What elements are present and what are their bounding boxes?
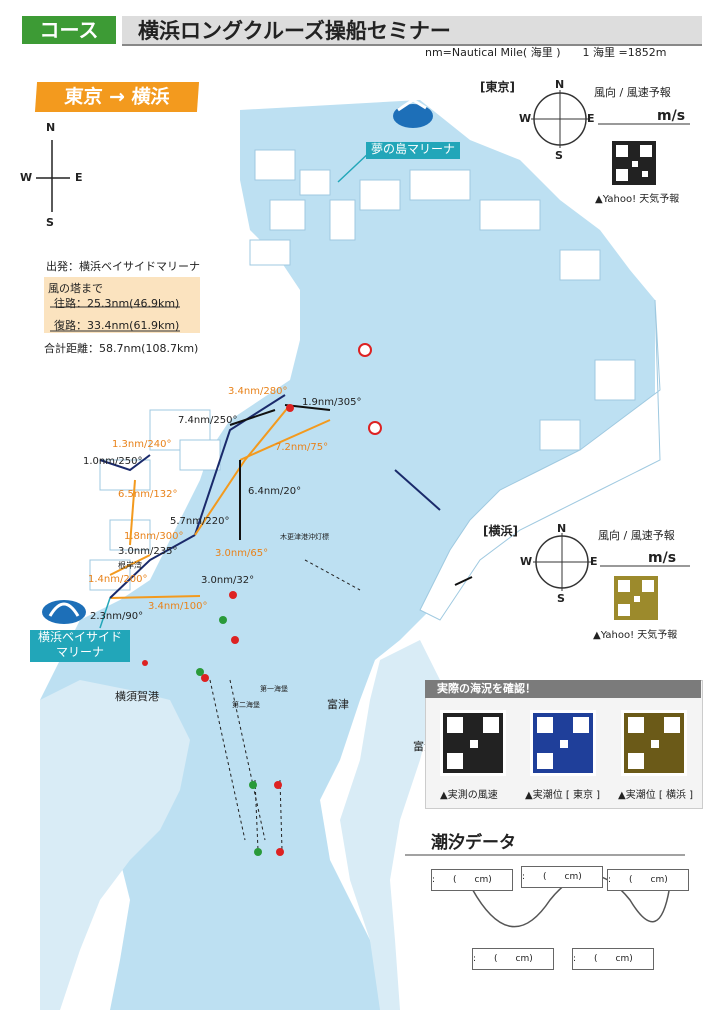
compass-tokyo-rose [531, 90, 589, 148]
leg-label-12: 3.0nm/65° [215, 548, 269, 559]
place-futtsu: 富津 [327, 698, 349, 711]
compass-w: W [20, 171, 33, 184]
section-tab: コース [22, 16, 116, 44]
total-distance: 合計距離：58.7nm(108.7km) [44, 342, 199, 355]
tokyo-compass-n: N [555, 78, 565, 91]
sea-caption-yokohama: ▲実潮位 [ 横浜 ] [618, 790, 694, 801]
tokyo-wind-label: 風向 / 風速予報 [594, 86, 671, 99]
leg-label-15: 3.4nm/100° [148, 601, 208, 612]
tokyo-compass-e: E [587, 112, 595, 125]
leg-label-2: 1.9nm/305° [302, 397, 362, 408]
compass-main-rose [36, 140, 70, 212]
tokyo-compass-w: W [519, 112, 532, 125]
tide-box-2[interactable]: : ( cm) [521, 866, 603, 888]
qr-code-tide-yokohama-icon[interactable] [621, 710, 687, 776]
sea-caption-tokyo: ▲実潮位 [ 東京 ] [525, 790, 601, 801]
place-kazenotou: 木更津港沖灯標 [280, 533, 329, 541]
sea-area [40, 100, 655, 1010]
yokohama-compass-s: S [557, 592, 565, 605]
outbound-distance: 往路：25.3nm(46.9km) [54, 297, 180, 310]
route-tag: 東京 → 横浜 [34, 82, 200, 112]
yokohama-wind-label: 風向 / 風速予報 [598, 529, 675, 542]
tide-box-3[interactable]: : ( cm) [607, 869, 689, 891]
yokohama-compass-e: E [590, 555, 598, 568]
leg-label-8: 6.4nm/20° [248, 486, 302, 497]
to-tower-label: 風の塔まで [48, 282, 103, 295]
yokohama-forecast-caption: ▲Yahoo! 天気予報 [593, 630, 678, 641]
leg-label-9: 5.7nm/220° [170, 516, 230, 527]
unit-note: nm=Nautical Mile( 海里 ) 1 海里 =1852m [425, 46, 667, 59]
harbor-blocks [89, 149, 636, 591]
page-title: 横浜ロングクルーズ操船セミナー [138, 19, 451, 43]
forecast-tokyo-label: [東京] [480, 80, 515, 94]
leg-label-16: 2.3nm/90° [90, 611, 144, 622]
miura-peninsula [40, 680, 190, 1010]
yokohama-compass-n: N [557, 522, 567, 535]
qr-code-yokohama-forecast-icon[interactable] [614, 576, 658, 620]
yokohama-unit: m/s [648, 550, 677, 566]
title-bar [122, 16, 702, 46]
forecast-yokohama-label: [横浜] [483, 524, 518, 538]
tokyo-compass-s: S [555, 149, 563, 162]
leg-label-5: 1.3nm/240° [112, 439, 172, 450]
qr-code-tokyo-forecast-icon[interactable] [612, 141, 656, 185]
place-nezuhana: 根岸湾 [118, 561, 142, 570]
route-lines [99, 394, 473, 599]
compass-s: S [46, 216, 54, 229]
leg-label-13: 1.4nm/200° [88, 574, 148, 585]
yokohama-compass-w: W [520, 555, 533, 568]
sea-check-title: 実際の海況を確認！ [425, 680, 701, 698]
compass-e: E [75, 171, 83, 184]
leg-label-3: 7.4nm/250° [178, 415, 238, 426]
leg-label-14: 3.0nm/32° [201, 575, 255, 586]
leg-label-6: 1.0nm/250° [83, 456, 143, 467]
qr-code-tide-tokyo-icon[interactable] [530, 710, 596, 776]
buoys [142, 343, 382, 856]
sea-caption-wind: ▲実測の風速 [440, 790, 498, 801]
compass-yokohama-rose [533, 533, 591, 591]
tokyo-forecast-caption: ▲Yahoo! 天気予報 [595, 194, 680, 205]
boso-peninsula [340, 640, 440, 1010]
leg-label-10: 1.8nm/300° [124, 531, 184, 542]
bayside-marina-label: 横浜ベイサイド マリーナ [30, 630, 130, 662]
route-distance-box [44, 277, 200, 333]
leg-label-1: 3.4nm/280° [228, 386, 288, 397]
place-daiichi: 第一海堡 [260, 685, 288, 693]
bayside-line2: マリーナ [55, 645, 104, 659]
yumenoshima-logo-icon [390, 96, 436, 128]
yumenoshima-marina-label: 夢の島マリーナ [366, 142, 460, 159]
tide-box-5[interactable]: : ( cm) [572, 948, 654, 970]
leg-label-4: 7.2nm/75° [275, 442, 329, 453]
tide-box-1[interactable]: : ( cm) [431, 869, 513, 891]
bayside-logo-icon [40, 592, 88, 624]
tide-title: 潮汐データ [431, 833, 516, 853]
sea-check-title-text: 実際の海況を確認！ [437, 682, 536, 695]
tokyo-unit: m/s [657, 108, 686, 124]
tide-box-4[interactable]: : ( cm) [472, 948, 554, 970]
qr-code-wind-icon[interactable] [440, 710, 506, 776]
place-daini: 第二海堡 [232, 701, 260, 709]
channel-lines [209, 559, 361, 851]
leg-label-11: 3.0nm/235° [118, 546, 178, 557]
departure-label: 出発：横浜ベイサイドマリーナ [46, 260, 200, 273]
compass-n: N [46, 121, 56, 134]
return-distance: 復路：33.4nm(61.9km) [54, 319, 180, 332]
place-yokosuka: 横須賀港 [115, 690, 159, 703]
leg-label-7: 6.5nm/132° [118, 489, 178, 500]
bayside-line1: 横浜ベイサイド [37, 630, 122, 644]
